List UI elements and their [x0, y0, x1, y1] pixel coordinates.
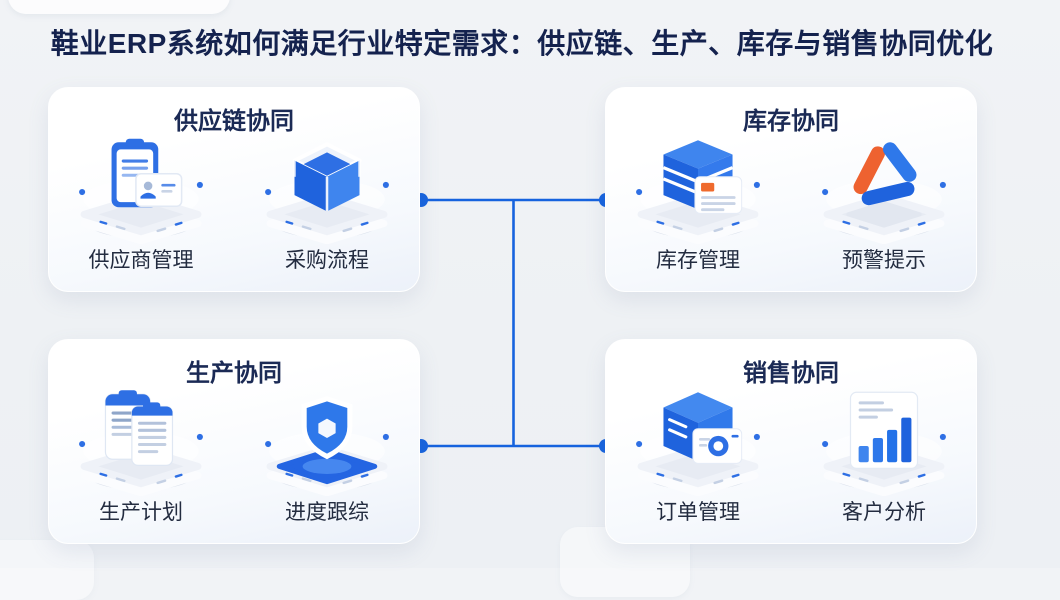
inventory-boxes-icon	[636, 140, 760, 244]
feature-customer-analysis: 客户分析	[806, 388, 962, 526]
card-sales: 销售协同 订单管理	[605, 339, 977, 544]
card-title: 销售协同	[743, 360, 839, 387]
card-title: 库存协同	[743, 108, 839, 135]
customer-analysis-icon	[822, 391, 946, 496]
warning-triangle-icon	[822, 142, 946, 244]
production-plan-icon	[79, 390, 203, 496]
feature-label: 采购流程	[285, 249, 369, 272]
feature-progress-tracking: 进度跟综	[249, 388, 405, 526]
supplier-management-icon	[79, 138, 203, 244]
card-supply-chain: 供应链协同 供应商管理	[48, 87, 420, 292]
feature-label: 订单管理	[656, 501, 740, 524]
card-inventory: 库存协同 库存管理	[605, 87, 977, 292]
feature-label: 库存管理	[656, 249, 740, 272]
feature-supplier-management: 供应商管理	[63, 136, 219, 274]
feature-label: 生产计划	[99, 501, 183, 524]
feature-alert-warning: 预警提示	[806, 136, 962, 274]
procurement-cube-icon	[265, 142, 389, 244]
feature-label: 进度跟综	[285, 501, 369, 524]
feature-inventory-management: 库存管理	[620, 136, 776, 274]
order-management-icon	[636, 392, 760, 496]
card-production: 生产协同 生产计划	[48, 339, 420, 544]
feature-production-plan: 生产计划	[63, 388, 219, 526]
feature-order-management: 订单管理	[620, 388, 776, 526]
feature-label: 客户分析	[842, 501, 926, 524]
page-title: 鞋业ERP系统如何满足行业特定需求：供应链、生产、库存与销售协同优化	[50, 28, 994, 59]
background-shape-corner	[0, 540, 94, 600]
feature-procurement-process: 采购流程	[249, 136, 405, 274]
card-title: 供应链协同	[174, 108, 294, 135]
background-shape-top	[8, 0, 230, 14]
progress-shield-icon	[265, 396, 389, 496]
feature-label: 预警提示	[842, 249, 926, 272]
feature-label: 供应商管理	[88, 249, 194, 272]
card-title: 生产协同	[186, 360, 282, 387]
